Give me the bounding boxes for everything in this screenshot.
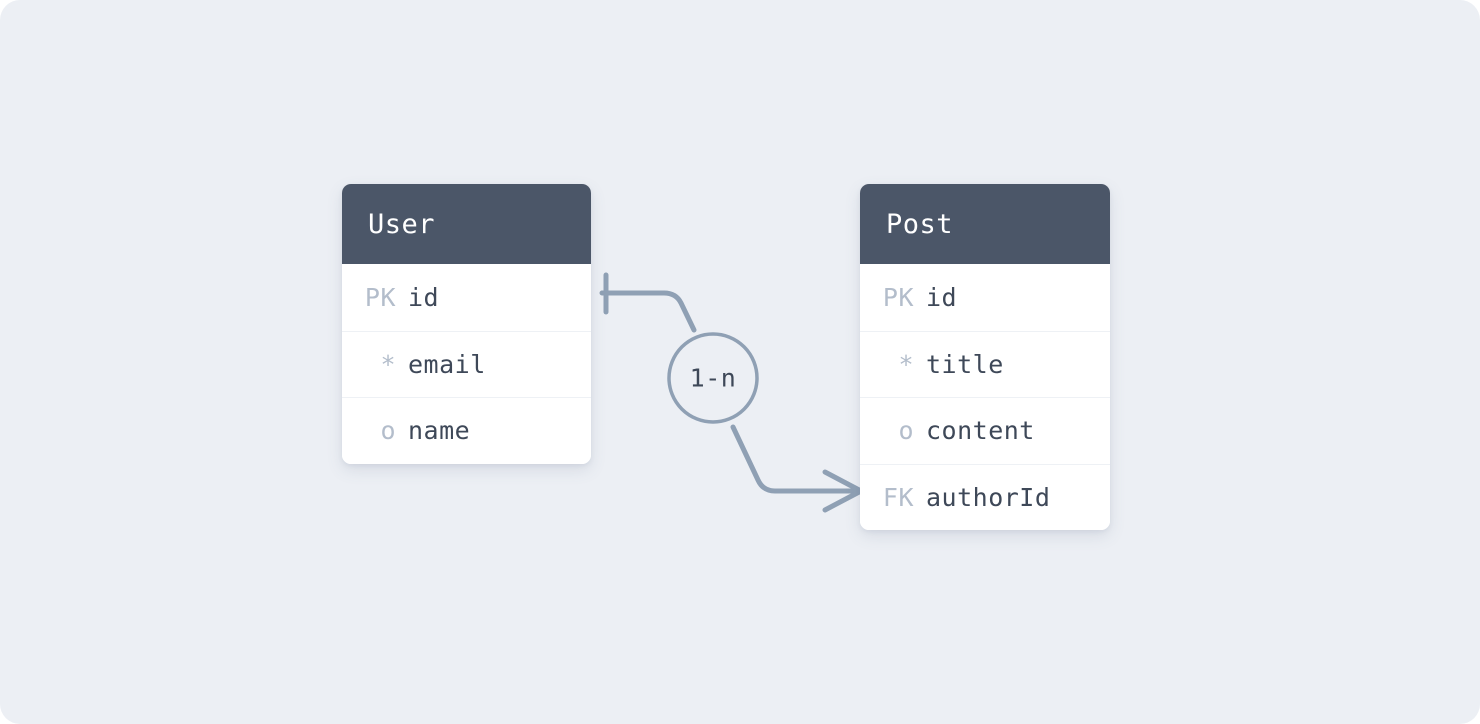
attribute-key-marker: *	[380, 349, 396, 379]
entity-card-post[interactable]: Post PK id * title o content FK authorId	[860, 184, 1110, 530]
entity-title-user: User	[342, 184, 591, 264]
attribute-row[interactable]: FK authorId	[860, 463, 1110, 531]
attribute-key-marker: o	[898, 416, 914, 446]
attribute-name: id	[926, 282, 958, 312]
attribute-key-marker: o	[380, 416, 396, 446]
attribute-name: title	[926, 349, 1004, 379]
attribute-row[interactable]: PK id	[860, 264, 1110, 331]
attribute-row[interactable]: PK id	[342, 264, 591, 331]
attribute-key-marker: FK	[882, 482, 914, 512]
crows-foot-marker	[822, 469, 864, 513]
connector-lower-leg	[730, 424, 864, 494]
attribute-key-marker: PK	[882, 282, 914, 312]
attribute-name: authorId	[926, 482, 1051, 512]
entity-card-user[interactable]: User PK id * email o name	[342, 184, 591, 464]
cardinality-circle	[667, 332, 759, 424]
attribute-row[interactable]: o name	[342, 397, 591, 464]
attribute-row[interactable]: * email	[342, 330, 591, 398]
attribute-row[interactable]: * title	[860, 330, 1110, 398]
attribute-key-marker: PK	[364, 282, 396, 312]
entity-attributes-post: PK id * title o content FK authorId	[860, 264, 1110, 530]
attribute-name: id	[408, 282, 440, 312]
entity-title-post: Post	[860, 184, 1110, 264]
attribute-name: email	[408, 349, 486, 379]
attribute-row[interactable]: o content	[860, 397, 1110, 464]
cardinality-label: 1-n	[690, 364, 737, 393]
connector-upper-leg	[599, 290, 697, 333]
attribute-name: content	[926, 416, 1035, 446]
entity-attributes-user: PK id * email o name	[342, 264, 591, 464]
attribute-key-marker: *	[898, 349, 914, 379]
attribute-name: name	[408, 416, 471, 446]
